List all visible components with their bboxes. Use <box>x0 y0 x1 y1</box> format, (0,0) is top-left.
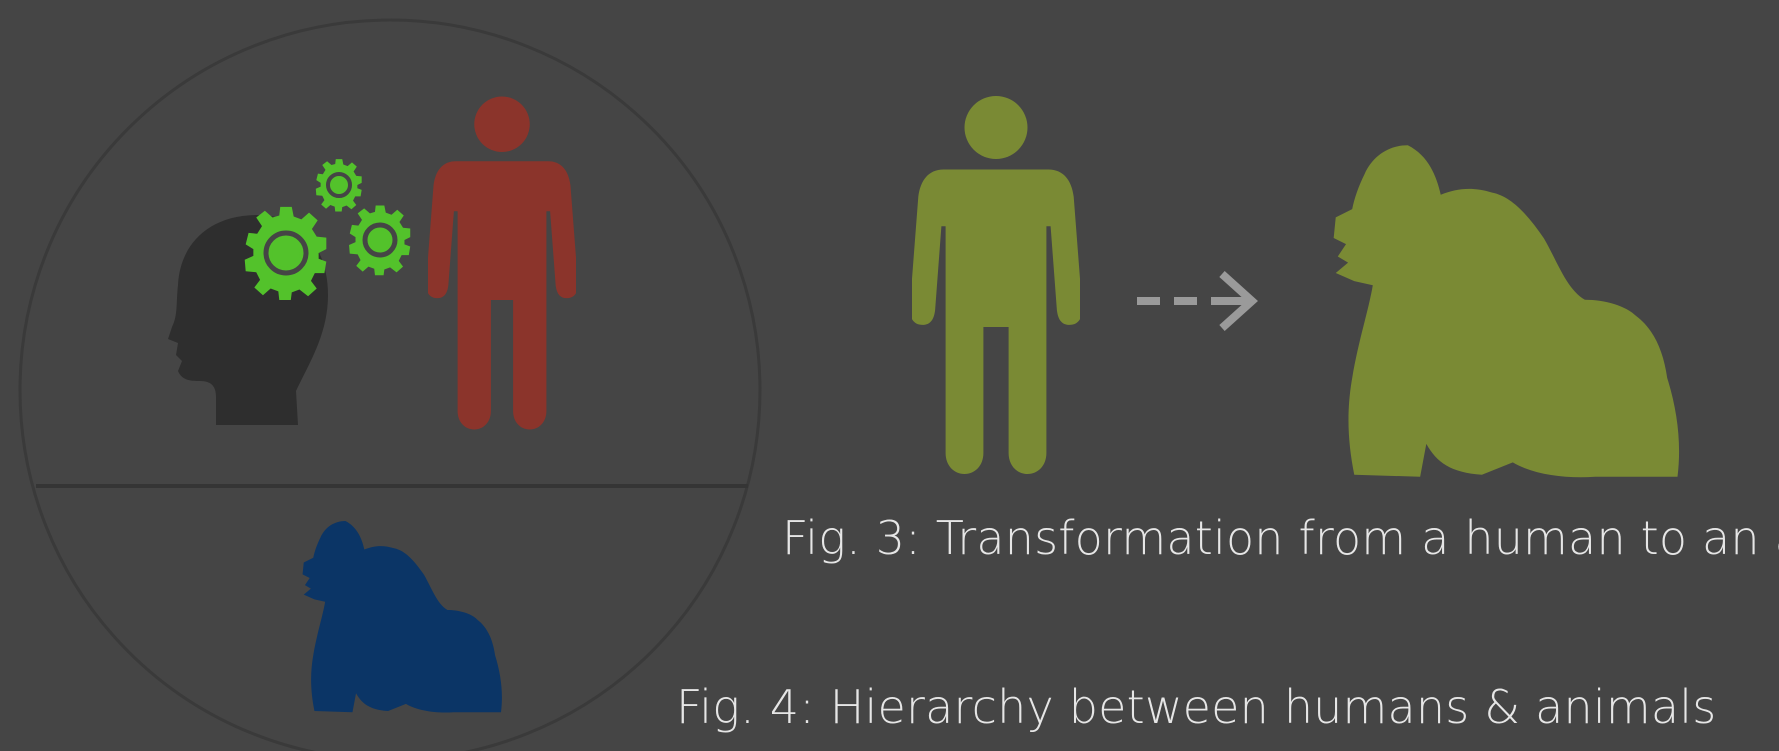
human-figure-icon <box>912 96 1080 474</box>
figure3-caption: Fig. 3: Transformation from a human to a… <box>782 511 1779 565</box>
head-gears-icon <box>168 159 411 425</box>
figure4-diagram <box>18 18 762 751</box>
dashed-arrow-right-icon <box>1137 271 1258 331</box>
figure4-caption: Fig. 4: Hierarchy between humans & anima… <box>676 680 1717 734</box>
figure3-diagram <box>912 96 1680 478</box>
gorilla-icon <box>1333 145 1680 478</box>
hierarchy-circle <box>18 18 762 751</box>
